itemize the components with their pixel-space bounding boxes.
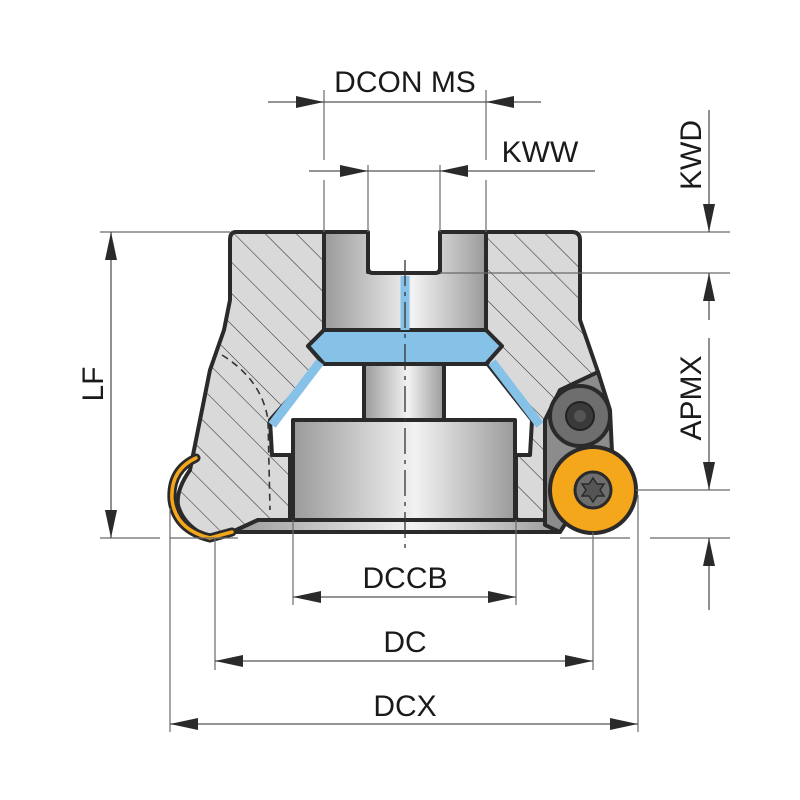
label-dc: DC bbox=[383, 626, 426, 659]
left-insert bbox=[167, 453, 237, 543]
key-slot bbox=[366, 232, 442, 275]
extension-lines bbox=[100, 90, 730, 732]
coolant-channel-right bbox=[488, 359, 544, 428]
torx-star-icon bbox=[580, 476, 606, 504]
label-apmx: APMX bbox=[675, 355, 708, 440]
label-lf: LF bbox=[77, 366, 110, 401]
dimensions: DCON MS KWW KWD APMX LF DCCB DC DCX bbox=[77, 66, 715, 730]
middle-neck bbox=[362, 362, 446, 422]
label-dcon-ms: DCON MS bbox=[334, 66, 476, 99]
cutter-body bbox=[175, 230, 608, 538]
counterbore bbox=[291, 418, 517, 522]
label-dccb: DCCB bbox=[362, 562, 447, 595]
coolant-channel-left bbox=[268, 359, 324, 428]
right-insert-assembly bbox=[543, 370, 638, 535]
label-kww: KWW bbox=[502, 136, 579, 169]
bottom-face bbox=[230, 518, 562, 534]
label-kwd: KWD bbox=[675, 120, 708, 190]
label-dcx: DCX bbox=[373, 690, 436, 723]
